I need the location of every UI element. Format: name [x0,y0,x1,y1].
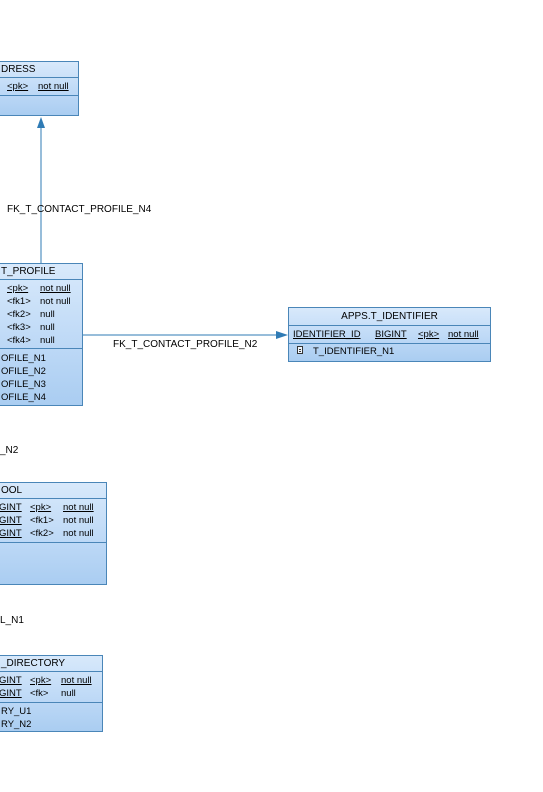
index-row: OFILE_N1 [1,353,46,364]
column-nullability: not null [63,515,94,526]
column-nullability: not null [63,528,94,539]
column-nullability: not null [38,81,69,92]
relationship-fragment-n1: L_N1 [0,615,24,626]
index-row: OFILE_N4 [1,392,46,403]
column-key-tag: <fk2> [30,528,54,539]
column-key-tag: <fk4> [7,335,31,346]
entity-t-identifier[interactable]: APPS.T_IDENTIFIER IDENTIFIER_ID BIGINT <… [288,307,491,362]
column-row: <fk1> not null [0,295,82,308]
column-row: <pk> not null [0,282,82,295]
column-key-tag: <pk> [30,502,52,513]
column-nullability: null [61,688,76,699]
index-icon [297,346,303,354]
column-key-tag: <pk> [418,329,440,340]
index-row: OFILE_N2 [1,366,46,377]
column-type: GINT [0,675,22,686]
column-nullability: not null [40,283,71,294]
column-nullability: null [40,322,55,333]
column-row: GINT <fk> null [0,687,102,700]
column-row: <fk2> null [0,308,82,321]
column-type: GINT [0,502,22,513]
entity-directory-columns: GINT <pk> not null GINT <fk> null [0,672,102,703]
entity-address[interactable]: DRESS <pk> not null [0,61,79,116]
column-key-tag: <fk3> [7,322,31,333]
column-key-tag: <fk1> [7,296,31,307]
index-row: RY_N2 [1,719,32,730]
entity-identifier-title: APPS.T_IDENTIFIER [289,308,490,326]
column-row: <fk4> null [0,334,82,347]
column-row: IDENTIFIER_ID BIGINT <pk> not null [289,328,490,341]
column-nullability: not null [448,329,479,340]
entity-address-title: DRESS [0,62,78,78]
entity-address-columns: <pk> not null [0,78,78,96]
entity-identifier-columns: IDENTIFIER_ID BIGINT <pk> not null [289,326,490,344]
fk-n4-arrowhead [37,117,45,128]
column-type: GINT [0,515,22,526]
column-key-tag: <fk> [30,688,49,699]
column-nullability: null [40,309,55,320]
fk-n2-label: FK_T_CONTACT_PROFILE_N2 [113,339,258,350]
column-row: GINT <pk> not null [0,501,106,514]
entity-profile-title: T_PROFILE [0,264,82,280]
column-row: <pk> not null [0,80,78,93]
entity-profile-columns: <pk> not null <fk1> not null <fk2> null … [0,280,82,349]
entity-directory-indexes: RY_U1 RY_N2 [0,703,102,731]
column-key-tag: <pk> [7,283,29,294]
entity-profile-indexes: OFILE_N1 OFILE_N2 OFILE_N3 OFILE_N4 [0,349,82,404]
entity-contact-profile[interactable]: T_PROFILE <pk> not null <fk1> not null <… [0,263,83,406]
column-type: BIGINT [375,329,407,340]
column-key-tag: <fk1> [30,515,54,526]
column-key-tag: <pk> [7,81,29,92]
entity-pool-title: OOL [0,483,106,499]
index-row: OFILE_N3 [1,379,46,390]
entity-pool-columns: GINT <pk> not null GINT <fk1> not null G… [0,499,106,543]
entity-directory-title: _DIRECTORY [0,656,102,672]
fk-n2-arrowhead [276,331,288,339]
column-type: GINT [0,688,22,699]
column-nullability: not null [63,502,94,513]
column-row: GINT <fk1> not null [0,514,106,527]
column-row: GINT <pk> not null [0,674,102,687]
index-row: RY_U1 [1,706,32,717]
column-name: IDENTIFIER_ID [293,329,361,340]
column-nullability: null [40,335,55,346]
fk-n4-label: FK_T_CONTACT_PROFILE_N4 [7,204,152,215]
column-row: GINT <fk2> not null [0,527,106,540]
column-key-tag: <fk2> [7,309,31,320]
column-type: GINT [0,528,22,539]
column-nullability: not null [61,675,92,686]
entity-pool[interactable]: OOL GINT <pk> not null GINT <fk1> not nu… [0,482,107,585]
column-nullability: not null [40,296,71,307]
column-key-tag: <pk> [30,675,52,686]
index-row: T_IDENTIFIER_N1 [313,346,395,357]
relationship-fragment-n2: _N2 [0,445,19,456]
entity-identifier-indexes: T_IDENTIFIER_N1 [289,344,490,360]
entity-directory[interactable]: _DIRECTORY GINT <pk> not null GINT <fk> … [0,655,103,732]
column-row: <fk3> null [0,321,82,334]
